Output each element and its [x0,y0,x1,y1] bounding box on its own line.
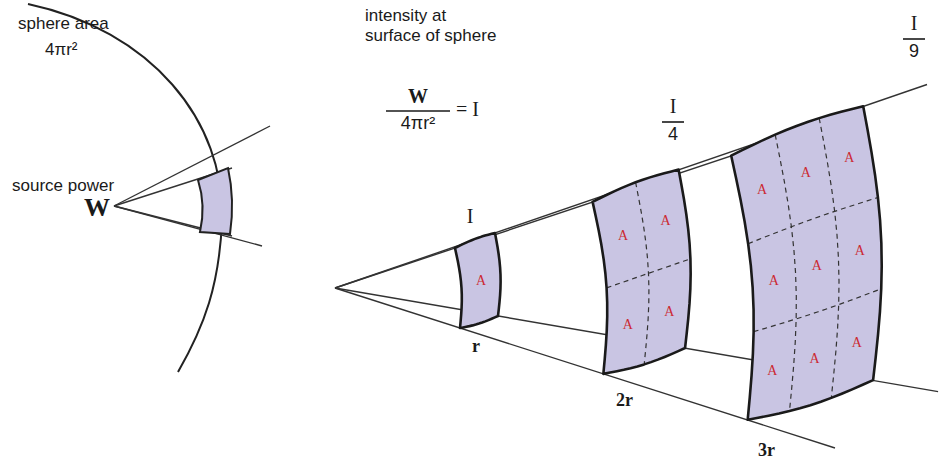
area-unit-label: A [623,318,633,332]
patch-shape [576,153,702,390]
area-patch: A [443,221,510,340]
label-text: r [472,336,480,358]
area-unit-label: A [769,274,779,288]
label-text: sphere area [18,14,109,34]
fraction-bar [386,110,450,112]
patch-fill [593,170,691,374]
label-text: I [911,11,918,35]
sphere-patch [198,168,232,234]
area-unit-label: A [812,259,822,273]
label-text: 3r [758,440,775,462]
area-unit-label: A [810,352,820,366]
label-text: 4 [668,124,678,146]
patch-fill [731,106,882,420]
label-text: = I [456,97,479,121]
ray-line [114,126,270,206]
label-text: 9 [909,41,919,63]
label-text: W [84,192,110,223]
dashed-division [636,182,649,364]
area-unit-label: A [767,364,777,378]
area-unit-label: A [852,336,862,350]
area-unit-label: A [476,274,486,288]
area-unit-label: A [664,305,674,319]
label-text: intensity at surface of sphere [365,6,505,47]
fraction-bar [903,38,925,40]
area-unit-label: A [801,166,811,180]
patch-shape [710,85,894,441]
label-text: I [467,204,474,228]
ray-line [114,206,262,246]
label-text: W [408,84,428,108]
label-text: 4πr² [401,113,435,135]
patch-outline [593,170,691,374]
label-text: 4πr² [45,40,78,60]
label-text: I [670,94,677,118]
source-cone [114,126,270,246]
dashed-division [753,289,881,332]
fraction-bars [386,39,925,122]
area-unit-label: A [618,229,628,243]
fraction-bar [662,121,684,123]
patch-outline [455,233,501,328]
dashed-division [819,118,839,398]
area-unit-label: A [757,183,767,197]
cone-rays [335,85,938,449]
label-text: 2r [616,390,633,412]
area-unit-label: A [855,244,865,258]
area-patch: A A A A [576,153,702,390]
area-patch: A A A A A A A A A [710,85,894,441]
patch-fill [455,233,501,328]
patch-outline [731,106,882,420]
area-unit-label: A [660,214,670,228]
dashed-division [748,198,878,244]
area-unit-label: A [844,151,854,165]
